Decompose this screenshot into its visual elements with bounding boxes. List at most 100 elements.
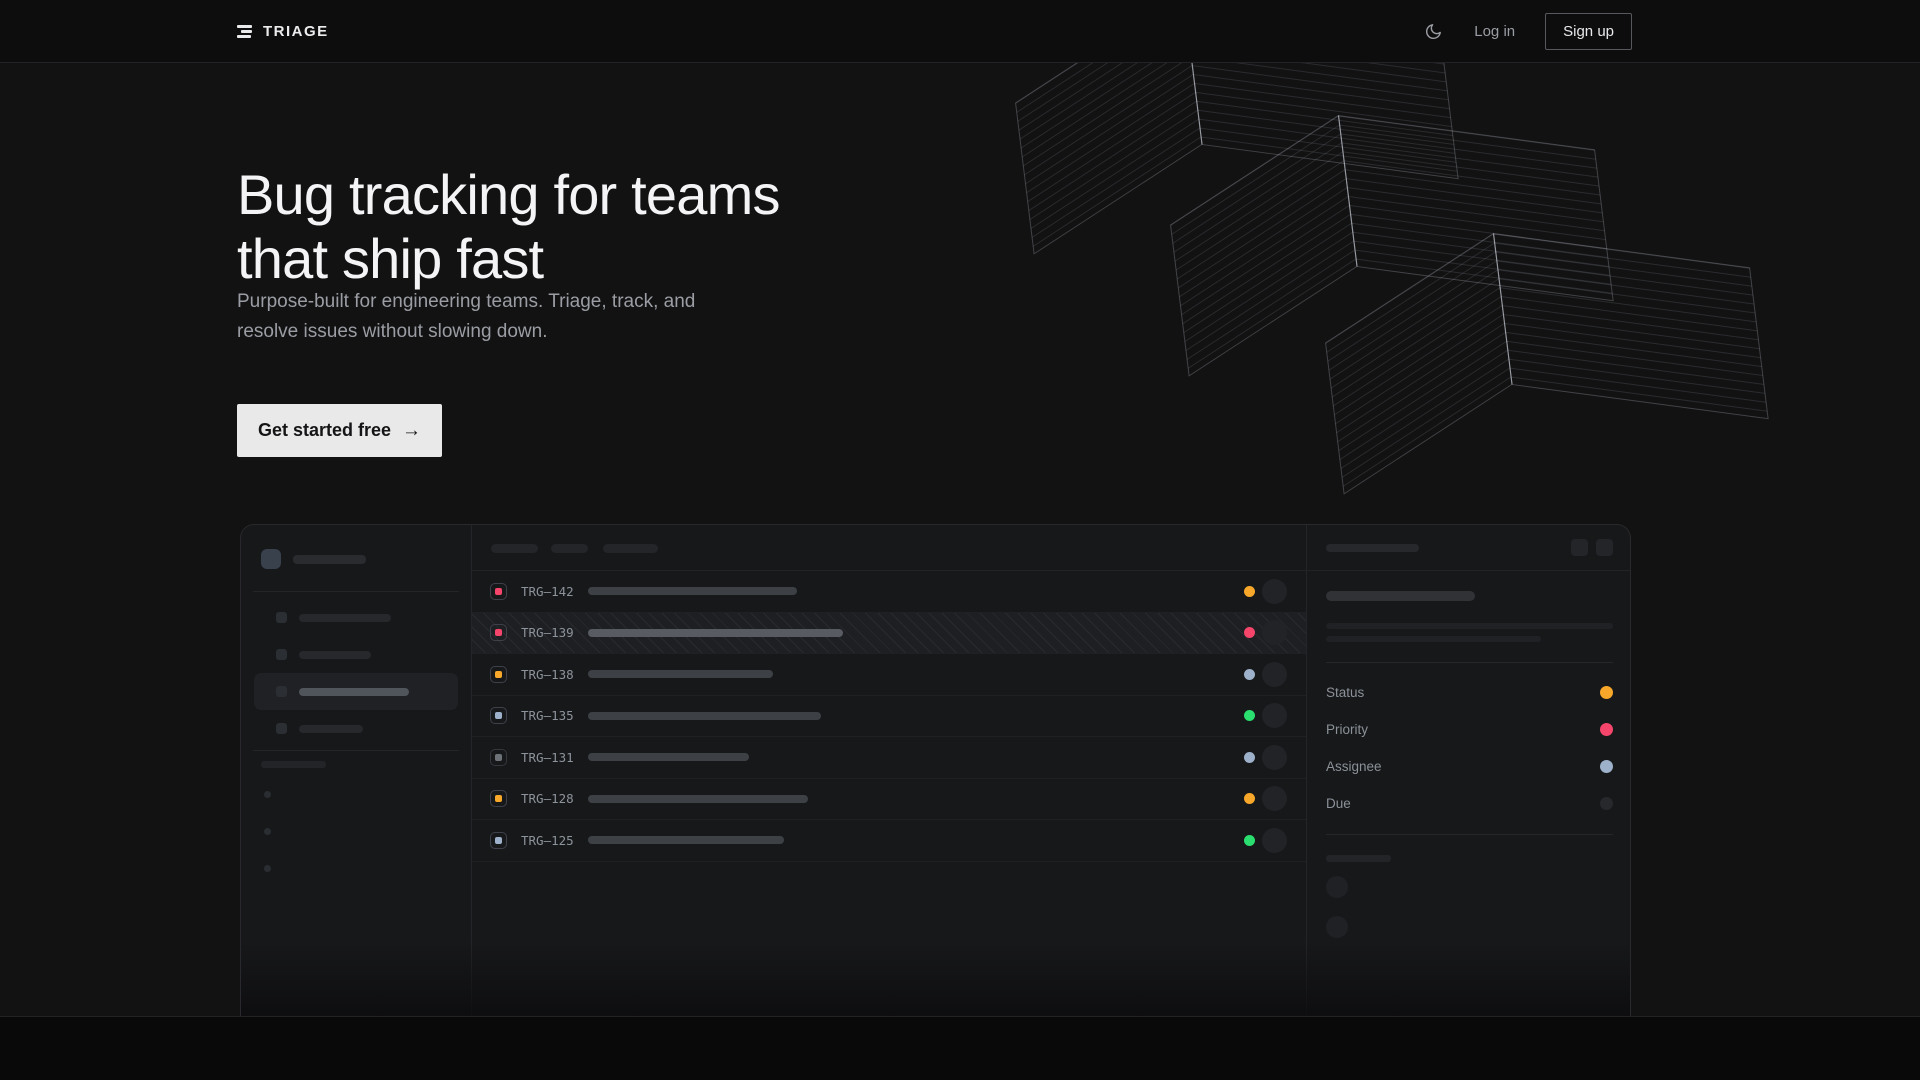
sidebar-list-dot bbox=[264, 791, 271, 798]
issue-title-skeleton bbox=[588, 711, 821, 720]
brand-name: TRIAGE bbox=[263, 23, 329, 40]
issue-status-icon bbox=[490, 790, 507, 808]
app-mockup-panel: TRG–142 TRG–139 TRG–138 TRG–135 TRG–131 bbox=[240, 524, 1631, 1016]
issue-row[interactable]: TRG–131 bbox=[472, 737, 1306, 779]
issue-list-header bbox=[472, 525, 1306, 571]
issue-status-icon bbox=[490, 665, 507, 683]
issue-id: TRG–125 bbox=[521, 832, 574, 848]
issue-status-icon bbox=[490, 831, 507, 849]
workspace-switcher[interactable] bbox=[261, 549, 366, 569]
get-started-button[interactable]: Get started free → bbox=[237, 404, 442, 457]
sidebar-nav-item[interactable] bbox=[254, 710, 458, 747]
description-skeleton bbox=[1326, 636, 1541, 642]
workspace-name-skeleton bbox=[293, 554, 366, 564]
issue-list: TRG–142 TRG–139 TRG–138 TRG–135 TRG–131 bbox=[472, 571, 1306, 862]
detail-action-icon[interactable] bbox=[1596, 539, 1613, 556]
issue-id: TRG–135 bbox=[521, 708, 574, 724]
activity-avatar bbox=[1326, 876, 1348, 898]
field-label: Due bbox=[1326, 796, 1351, 811]
sidebar-item-label-skeleton bbox=[299, 613, 391, 622]
detail-field-row[interactable]: Priority bbox=[1326, 711, 1613, 748]
list-tab-skeleton[interactable] bbox=[491, 544, 538, 553]
sidebar-nav-item[interactable] bbox=[254, 599, 458, 636]
arrow-right-icon: → bbox=[402, 419, 422, 441]
sidebar-nav-item[interactable] bbox=[254, 636, 458, 673]
issue-status-icon bbox=[490, 582, 507, 600]
sidebar-nav-item[interactable] bbox=[254, 673, 458, 710]
sidebar-nav-items bbox=[241, 599, 471, 747]
issue-priority-dot bbox=[1244, 585, 1255, 597]
issue-id: TRG–128 bbox=[521, 791, 574, 807]
mockup-issue-list-column: TRG–142 TRG–139 TRG–138 TRG–135 TRG–131 bbox=[471, 525, 1307, 1016]
issue-title-skeleton bbox=[588, 670, 773, 679]
field-value-dot bbox=[1600, 723, 1613, 736]
issue-row[interactable]: TRG–139 bbox=[472, 612, 1306, 654]
issue-status-icon bbox=[490, 707, 507, 725]
issue-assignee-avatar bbox=[1262, 827, 1287, 853]
detail-divider bbox=[1326, 834, 1613, 835]
issue-priority-dot bbox=[1244, 710, 1255, 722]
issue-row[interactable]: TRG–135 bbox=[472, 696, 1306, 737]
issue-title-skeleton bbox=[588, 753, 749, 762]
issue-assignee-avatar bbox=[1262, 620, 1287, 646]
sidebar-divider bbox=[253, 750, 459, 751]
issue-status-icon bbox=[490, 624, 507, 642]
detail-action-icon[interactable] bbox=[1571, 539, 1588, 556]
detail-header bbox=[1307, 525, 1630, 571]
activity-avatar bbox=[1326, 916, 1348, 938]
login-link[interactable]: Log in bbox=[1474, 23, 1516, 40]
list-tab-skeleton[interactable] bbox=[551, 544, 588, 553]
issue-id: TRG–139 bbox=[521, 625, 574, 641]
sidebar-list-dot bbox=[264, 828, 271, 835]
field-label: Priority bbox=[1326, 722, 1369, 737]
list-tab-skeleton[interactable] bbox=[603, 544, 658, 553]
field-value-dot bbox=[1600, 686, 1613, 699]
issue-title-skeleton bbox=[1326, 591, 1475, 601]
issue-id: TRG–142 bbox=[521, 583, 574, 599]
detail-fields: Status Priority Assignee Due bbox=[1326, 674, 1613, 822]
detail-field-row[interactable]: Assignee bbox=[1326, 748, 1613, 785]
issue-row[interactable]: TRG–138 bbox=[472, 654, 1306, 696]
brand-logo[interactable]: TRIAGE bbox=[237, 23, 329, 40]
sidebar-item-icon bbox=[276, 612, 287, 623]
detail-title-skeleton bbox=[1326, 544, 1419, 552]
detail-field-row[interactable]: Due bbox=[1326, 785, 1613, 822]
issue-title-skeleton bbox=[588, 587, 797, 596]
description-skeleton bbox=[1326, 623, 1613, 629]
theme-toggle-button[interactable] bbox=[1422, 21, 1444, 43]
signup-button[interactable]: Sign up bbox=[1545, 13, 1632, 50]
issue-title-skeleton bbox=[588, 794, 808, 803]
mockup-sidebar bbox=[241, 525, 471, 1016]
sidebar-section-label-skeleton bbox=[261, 761, 326, 768]
issue-assignee-avatar bbox=[1262, 578, 1287, 604]
sidebar-item-icon bbox=[276, 686, 287, 697]
sidebar-item-icon bbox=[276, 649, 287, 660]
issue-priority-dot bbox=[1244, 627, 1255, 639]
issue-priority-dot bbox=[1244, 668, 1255, 680]
issue-priority-dot bbox=[1244, 793, 1255, 805]
field-label: Status bbox=[1326, 685, 1365, 700]
footer-section bbox=[0, 1016, 1920, 1080]
issue-row[interactable]: TRG–125 bbox=[472, 820, 1306, 862]
field-label: Assignee bbox=[1326, 759, 1382, 774]
detail-field-row[interactable]: Status bbox=[1326, 674, 1613, 711]
field-value-dot bbox=[1600, 797, 1613, 810]
hero-subtitle: Purpose-built for engineering teams. Tri… bbox=[237, 291, 696, 342]
moon-icon bbox=[1425, 24, 1441, 39]
issue-assignee-avatar bbox=[1262, 744, 1287, 770]
issue-title-skeleton bbox=[588, 836, 784, 845]
issue-row[interactable]: TRG–142 bbox=[472, 571, 1306, 613]
workspace-avatar bbox=[261, 549, 281, 569]
sidebar-divider bbox=[253, 591, 459, 592]
activity-label-skeleton bbox=[1326, 855, 1391, 862]
triage-bars-icon bbox=[237, 25, 252, 38]
issue-assignee-avatar bbox=[1262, 786, 1287, 812]
issue-row[interactable]: TRG–128 bbox=[472, 779, 1306, 820]
sidebar-item-label-skeleton bbox=[299, 687, 409, 696]
sidebar-item-label-skeleton bbox=[299, 724, 363, 733]
top-nav: TRIAGE Log in Sign up bbox=[0, 0, 1920, 63]
issue-status-icon bbox=[490, 748, 507, 766]
